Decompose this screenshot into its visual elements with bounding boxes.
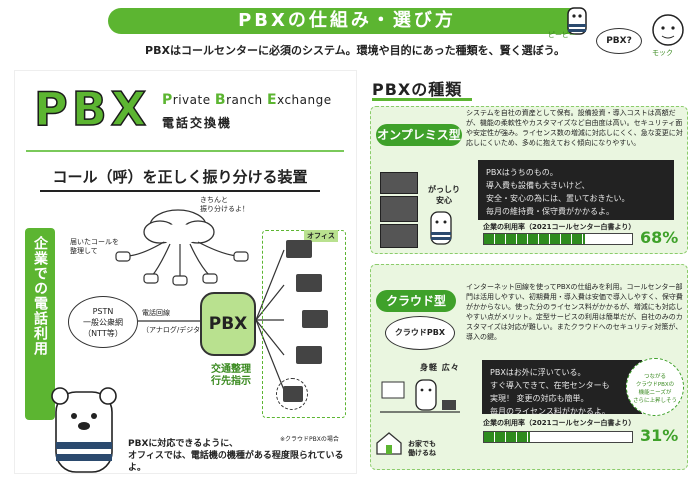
cloud-needs-callout: つながる クラウドPBXの 機能ニーズが さらに上昇しそう: [626, 358, 684, 416]
header-title-bar: [108, 8, 586, 34]
cloud-label: クラウド型: [376, 290, 456, 312]
onpremise-tag: がっしり 安心: [428, 185, 460, 205]
mascot-mokku-label: モック: [652, 49, 673, 57]
line-arrow-icon: [138, 320, 200, 322]
cloud-icon: [143, 209, 215, 244]
pbx-types-title: PBXの種類: [372, 80, 463, 99]
cloud-tag: 身軽 広々: [420, 363, 460, 372]
office-label: オフィス: [304, 230, 338, 242]
pbx-types-underline: [372, 98, 472, 101]
annotation-sorting: 届いたコールを 整理して: [70, 238, 119, 255]
pbx-logo-text: PBX: [33, 81, 151, 137]
desk-phone-icon: [296, 346, 322, 364]
onpremise-usage-label: 企業の利用率（2021コールセンター白書より）: [483, 223, 636, 231]
desk-phone-icon: [302, 310, 328, 328]
cloud-usage-label: 企業の利用率（2021コールセンター白書より）: [483, 419, 636, 427]
traffic-control-label: 交通整理 行先指示: [211, 364, 251, 387]
pbx-japanese-name: 電話交換機: [162, 116, 233, 130]
mascot-pipi-icon: [567, 7, 587, 35]
side-label: 企業での電話利用: [32, 236, 48, 356]
cloud-pbx-note: ※クラウドPBXの場合: [280, 436, 339, 443]
annotation-routing: きちんと 振り分けるよ！: [200, 196, 249, 213]
home-work-label: お家でも 働けるね: [408, 440, 436, 457]
onpremise-description: システムを自社の資産として保有。設備投資・導入コストは高額だが、機能の柔軟性やカ…: [466, 109, 683, 147]
side-label-bar: [25, 228, 55, 420]
server-icon: [380, 196, 418, 222]
mascot-pipi-label: ピーピー: [548, 31, 576, 39]
mascot-bear-icon: [51, 387, 117, 473]
call-routing-diagram: [115, 209, 249, 286]
desk-phone-icon: [286, 240, 312, 258]
phone-line-type-label: （アナログ/デジタル）: [142, 326, 215, 334]
desk-workspace-icon: [380, 379, 460, 413]
tagline-underline: [40, 190, 320, 192]
onpremise-label: オンプレミス型: [376, 124, 462, 146]
pstn-node: PSTN 一般公衆網 （NTT等）: [68, 296, 138, 348]
cloud-usage-bar: [483, 431, 633, 443]
house-icon: [376, 432, 402, 455]
phone-line-label: 電話回線: [142, 309, 170, 317]
divider: [26, 150, 344, 152]
cloud-pbx-badge: クラウドPBX: [385, 316, 455, 350]
page-title: PBXの仕組み・選び方: [238, 10, 456, 31]
onpremise-usage-fill: [484, 234, 585, 244]
mascot-small-icon: [430, 211, 452, 245]
cloud-note: PBXはお外に浮いている。 すぐ導入できて、在宅センターも 実現！ 変更の対応も…: [482, 360, 642, 416]
pbx-english-name: Private Branch Exchange: [162, 92, 332, 108]
desk-phone-icon: [296, 274, 322, 292]
mascot-mokku-icon: [652, 14, 684, 46]
speech-bubble: PBX?: [596, 28, 642, 54]
routing-lines: [256, 249, 285, 391]
onpremise-note: PBXはうちのもの。 導入費も設備も大きいけど、 安全・安心の為には、置いておき…: [478, 160, 674, 220]
server-icon: [380, 172, 418, 194]
onpremise-usage-bar: [483, 233, 633, 245]
cloud-usage-value: 31%: [640, 426, 679, 445]
page-subtitle: PBXはコールセンターに必須のシステム。環境や目的にあった種類を、賢く選ぼう。: [145, 44, 565, 57]
desk-phone-icon: [283, 386, 303, 402]
onpremise-usage-value: 68%: [640, 228, 679, 247]
cloud-usage-fill: [484, 432, 530, 442]
pbx-tagline: コール（呼）を正しく振り分ける装置: [52, 168, 308, 186]
cloud-description: インターネット回線を使ってPBXの仕組みを利用。コールセンター部門は活用しやすい…: [466, 283, 683, 341]
highlight-circle: [276, 378, 308, 410]
server-icon: [380, 224, 418, 248]
pbx-node: PBX: [200, 292, 256, 356]
left-caption: PBXに対応できるように、 オフィスでは、電話機の機種がある程度限られているよ。: [128, 439, 344, 473]
